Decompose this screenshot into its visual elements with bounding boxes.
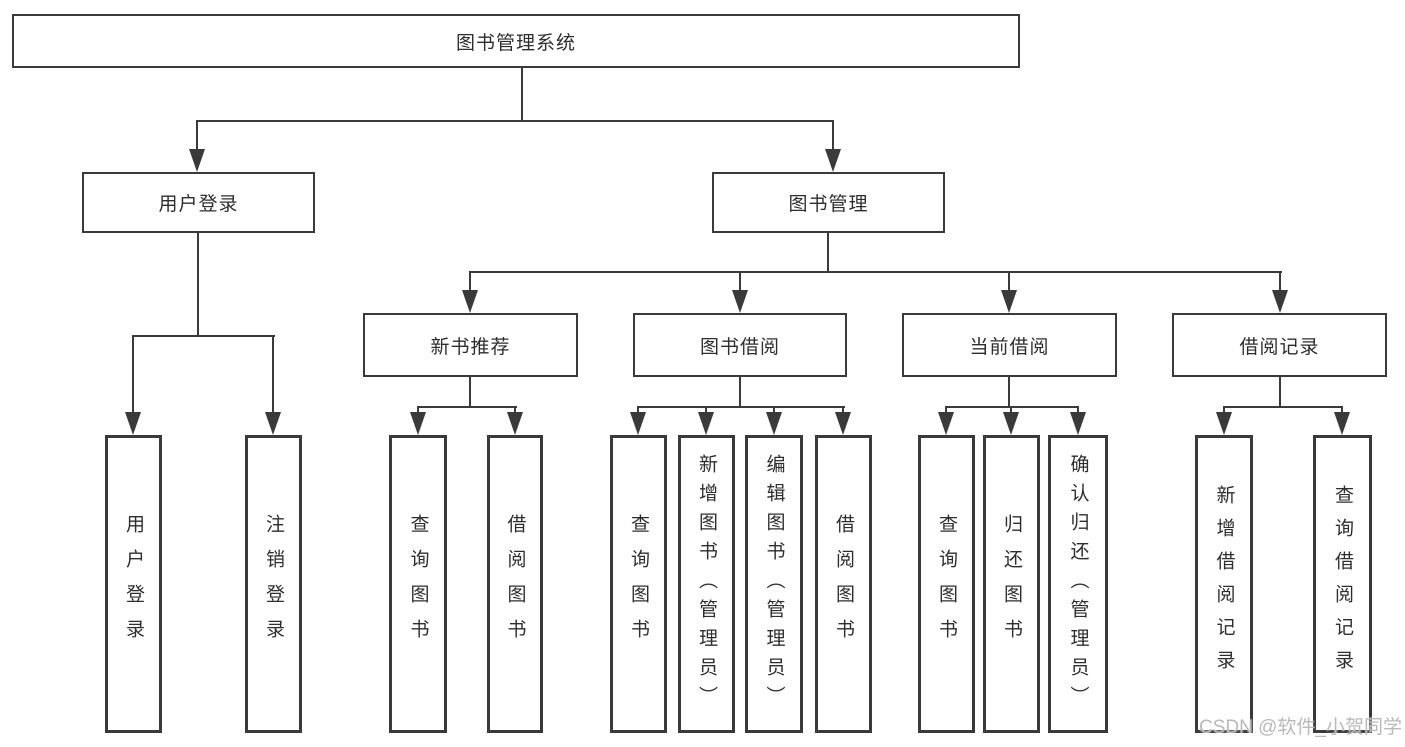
connector-horizontal	[469, 271, 1282, 273]
node-label: 图书借阅	[699, 336, 780, 358]
node-label: 图书管理系统	[455, 32, 576, 54]
connector-stem	[514, 406, 516, 415]
leaf-edit-book-admin: 编辑图书（管理员）	[745, 435, 803, 733]
node-label: 归还图书	[1001, 514, 1022, 654]
connector-vertical	[739, 377, 741, 408]
arrow-down-icon	[825, 149, 841, 172]
node-label: 当前借阅	[969, 336, 1050, 358]
connector-stem	[739, 271, 741, 292]
node-label: 查询借阅记录	[1332, 485, 1353, 683]
connector-root-horizontal	[196, 120, 834, 122]
connector-stem	[1010, 406, 1012, 415]
arrow-down-icon	[410, 412, 426, 435]
arrow-down-icon	[462, 290, 478, 313]
arrow-down-icon	[1001, 290, 1017, 313]
node-library-system: 图书管理系统	[12, 14, 1020, 68]
connector-horizontal	[945, 406, 1079, 408]
connector-stem	[1008, 271, 1010, 292]
node-label: 借阅图书	[504, 514, 526, 654]
arrow-down-icon	[938, 412, 954, 435]
connector-stem	[132, 335, 134, 415]
leaf-borrow-books: 借阅图书	[487, 435, 543, 733]
connector-stem	[469, 271, 471, 292]
node-borrow-records: 借阅记录	[1172, 313, 1387, 377]
connector-stem	[832, 120, 834, 151]
arrow-down-icon	[766, 412, 782, 435]
node-label: 确认归还（管理员）	[1067, 453, 1089, 715]
node-book-management: 图书管理	[712, 172, 945, 233]
csdn-watermark: CSDN @软件_小贺同学	[1199, 717, 1402, 738]
node-label: 用户登录	[158, 194, 239, 215]
node-book-borrow: 图书借阅	[633, 313, 847, 377]
node-user-login: 用户登录	[82, 172, 315, 233]
leaf-logout: 注销登录	[245, 435, 302, 733]
connector-stem	[1279, 271, 1281, 292]
connector-vertical	[197, 233, 199, 337]
node-label: 用户登录	[123, 514, 144, 654]
arrow-down-icon	[507, 412, 523, 435]
leaf-return-books: 归还图书	[983, 435, 1040, 733]
node-new-book-recommend: 新书推荐	[363, 313, 578, 377]
connector-vertical	[827, 233, 829, 273]
connector-horizontal	[417, 406, 517, 408]
arrow-down-icon	[1334, 412, 1350, 435]
leaf-query-books: 查询图书	[918, 435, 975, 733]
connector-horizontal	[1223, 406, 1343, 408]
connector-stem	[272, 335, 274, 415]
node-label: 新增借阅记录	[1213, 485, 1235, 683]
connector-root-vertical	[521, 68, 523, 122]
arrow-down-icon	[630, 412, 646, 435]
connector-stem	[945, 406, 947, 415]
node-label: 借阅记录	[1239, 336, 1320, 358]
leaf-add-borrow-record: 新增借阅记录	[1195, 435, 1253, 733]
arrow-down-icon	[835, 412, 851, 435]
arrow-down-icon	[1003, 412, 1019, 435]
node-label: 新书推荐	[430, 336, 511, 358]
connector-stem	[1341, 406, 1343, 415]
arrow-down-icon	[125, 412, 141, 435]
node-label: 编辑图书（管理员）	[763, 453, 785, 715]
node-current-borrow: 当前借阅	[902, 313, 1117, 377]
arrow-down-icon	[698, 412, 714, 435]
node-label: 查询图书	[628, 514, 649, 654]
arrow-down-icon	[265, 412, 281, 435]
leaf-query-books: 查询图书	[389, 435, 447, 733]
connector-stem	[417, 406, 419, 415]
connector-vertical	[469, 377, 471, 408]
leaf-add-book-admin: 新增图书（管理员）	[678, 435, 735, 733]
connector-stem	[773, 406, 775, 415]
node-label: 查询图书	[407, 514, 429, 654]
leaf-query-books: 查询图书	[610, 435, 667, 733]
connector-stem	[637, 406, 639, 415]
connector-stem	[842, 406, 844, 415]
node-label: 图书管理	[788, 194, 869, 215]
arrow-down-icon	[1216, 412, 1232, 435]
connector-stem	[1077, 406, 1079, 415]
arrow-down-icon	[1272, 290, 1288, 313]
connector-vertical	[1008, 377, 1010, 408]
connector-stem	[705, 406, 707, 415]
connector-stem	[1223, 406, 1225, 415]
arrow-down-icon	[1070, 412, 1086, 435]
leaf-user-login: 用户登录	[105, 435, 162, 733]
arrow-down-icon	[189, 149, 205, 172]
leaf-borrow-books: 借阅图书	[815, 435, 872, 733]
connector-horizontal	[637, 406, 845, 408]
connector-vertical	[1279, 377, 1281, 408]
leaf-query-borrow-record: 查询借阅记录	[1313, 435, 1372, 733]
node-label: 注销登录	[263, 514, 284, 654]
node-label: 借阅图书	[833, 514, 854, 654]
connector-horizontal	[132, 335, 275, 337]
node-label: 新增图书（管理员）	[696, 453, 717, 715]
arrow-down-icon	[732, 290, 748, 313]
node-label: 查询图书	[936, 514, 957, 654]
leaf-confirm-return-admin: 确认归还（管理员）	[1048, 435, 1108, 733]
connector-stem	[196, 120, 198, 151]
